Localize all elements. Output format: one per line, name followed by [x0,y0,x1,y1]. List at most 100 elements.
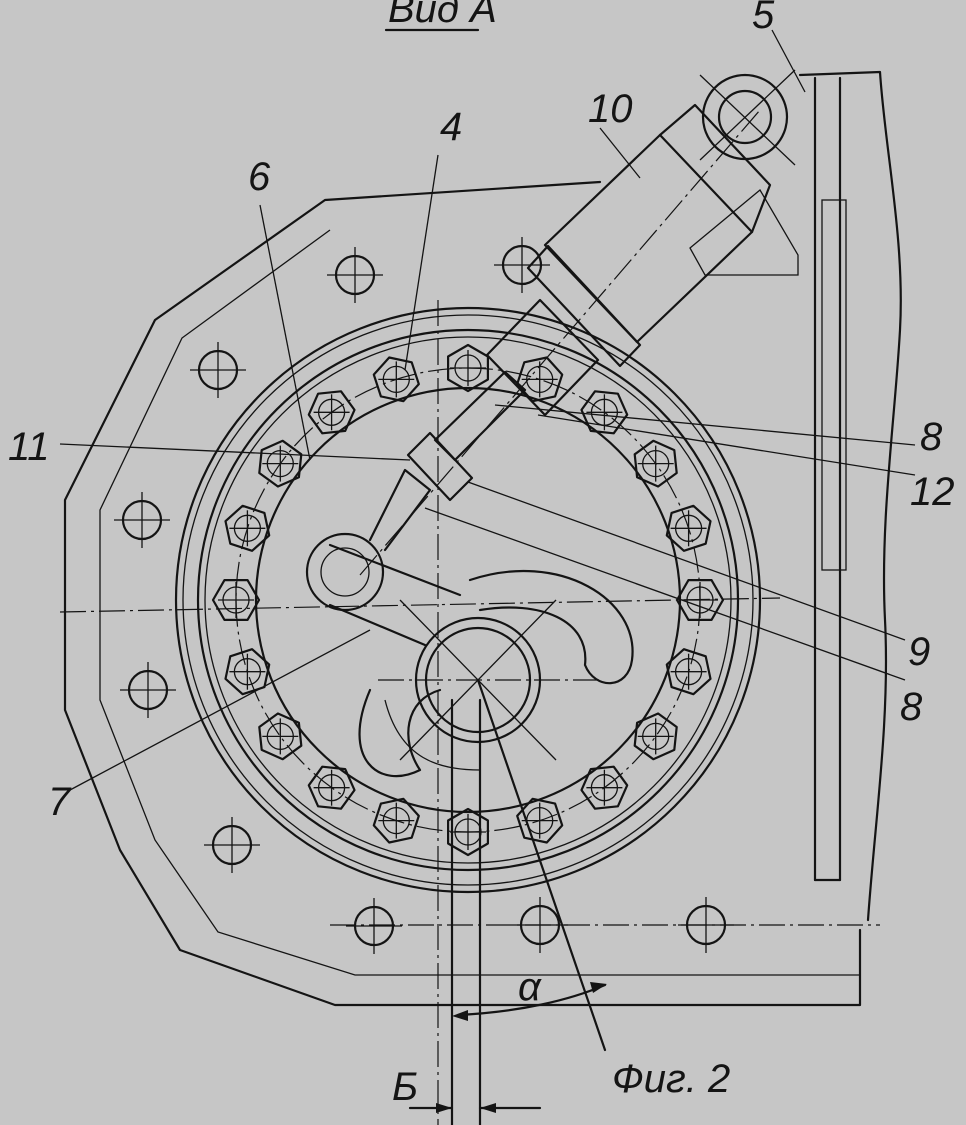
leader-10 [599,127,641,179]
leader-5 [771,29,806,93]
rod-end [368,468,432,552]
leader-6 [259,204,311,461]
eye-cross-2 [699,69,796,161]
hex-bolt [633,712,678,761]
hex-bolt-head [580,390,629,435]
label-7: 7 [48,780,72,824]
hydraulic-cylinder [359,69,796,576]
hex-bolt [211,578,261,622]
offset-arrowhead-left [436,1103,452,1113]
hex-bolt [580,765,629,810]
leader-12 [537,414,916,476]
angle-arrowhead-left [452,1010,468,1021]
hex-bolt-head [516,797,564,844]
figure-caption: Фиг. 2 [612,1057,730,1101]
hex-bolt-head [447,807,489,857]
cylinder-collar [526,244,642,368]
label-8-bottom: 8 [900,685,923,729]
disc-flange [196,328,740,872]
hex-bolt [516,797,564,844]
hex-bolt-head [633,712,678,761]
hex-bolt [447,807,489,857]
hex-bolt-head [258,439,303,488]
disc-outer-ring-inner [182,314,754,886]
offset-symbol: Б [392,1065,418,1109]
hex-bolt-head [224,504,271,552]
hex-bolt-head [372,797,420,844]
cylinder-body [543,133,754,344]
label-8-top: 8 [920,415,943,459]
angle-symbol: α [518,965,542,1009]
hex-bolt-head [633,439,678,488]
horizontal-centerline [59,597,781,613]
flange-bolt [494,237,550,293]
leader-8-top [494,404,916,446]
bracket-plate [689,189,799,276]
flange-bolt [327,247,383,303]
hex-bolt-head [211,578,261,622]
cylinder-top-pin [717,89,773,145]
housing-inner-outline [99,229,860,976]
leader-lines [59,29,916,791]
cylinder-gland [485,298,600,417]
hex-bolt [580,390,629,435]
hex-bolt [224,648,271,696]
flange-bolt [120,662,176,718]
flange-bolt-ring [114,237,734,954]
disc-outer-ring [174,306,762,894]
hex-bolt [224,504,271,552]
hex-bolt [307,765,356,810]
rod-nut [406,431,474,502]
flange-bolt [190,342,246,398]
disc-flange-inner [204,336,732,864]
hex-bolt [633,439,678,488]
lower-slot [358,688,442,778]
hex-bolt [447,343,489,393]
hex-bolt-head [665,648,712,696]
label-9: 9 [908,630,930,674]
leader-9 [467,481,906,641]
frame-slot [821,199,847,571]
eye-cross-1 [699,74,796,166]
hub-recess [384,699,481,771]
leader-4 [404,154,439,371]
flange-bolt [346,898,402,954]
lever-pivot-boss [305,532,385,612]
flange-bolt [114,492,170,548]
cylinder-neck [658,103,772,234]
hex-bolt [372,356,420,403]
label-4: 4 [440,105,462,149]
hex-bolt [665,504,712,552]
label-10: 10 [588,87,633,131]
label-12: 12 [910,470,955,514]
housing-outer-outline [63,180,862,1007]
hex-bolt-head [665,504,712,552]
leader-8-bottom [424,507,906,681]
hex-bolt [665,648,712,696]
hex-bolt-head [372,356,420,403]
hex-bolt-head [258,712,303,761]
angle-arrowhead-right [590,982,607,993]
hex-bolt [307,390,356,435]
arc-slot [468,570,634,685]
cylinder-axis [359,109,761,576]
offset-arrowhead-right [480,1103,496,1113]
hex-bolt-head [224,648,271,696]
hex-bolt [372,797,420,844]
flange-bolt [204,817,260,873]
label-11: 11 [8,425,50,469]
label-5: 5 [752,0,775,37]
hex-bolt [258,712,303,761]
cylinder-top-eye [701,73,789,161]
hex-bolt [258,439,303,488]
hex-bolt-head [307,765,356,810]
view-title: Вид А [388,0,497,31]
lever-pivot-pin [320,547,370,597]
hex-bolt-head [307,390,356,435]
leader-7 [69,629,371,791]
label-6: 6 [248,155,271,199]
hex-bolt-head [580,765,629,810]
leader-11 [59,443,411,461]
